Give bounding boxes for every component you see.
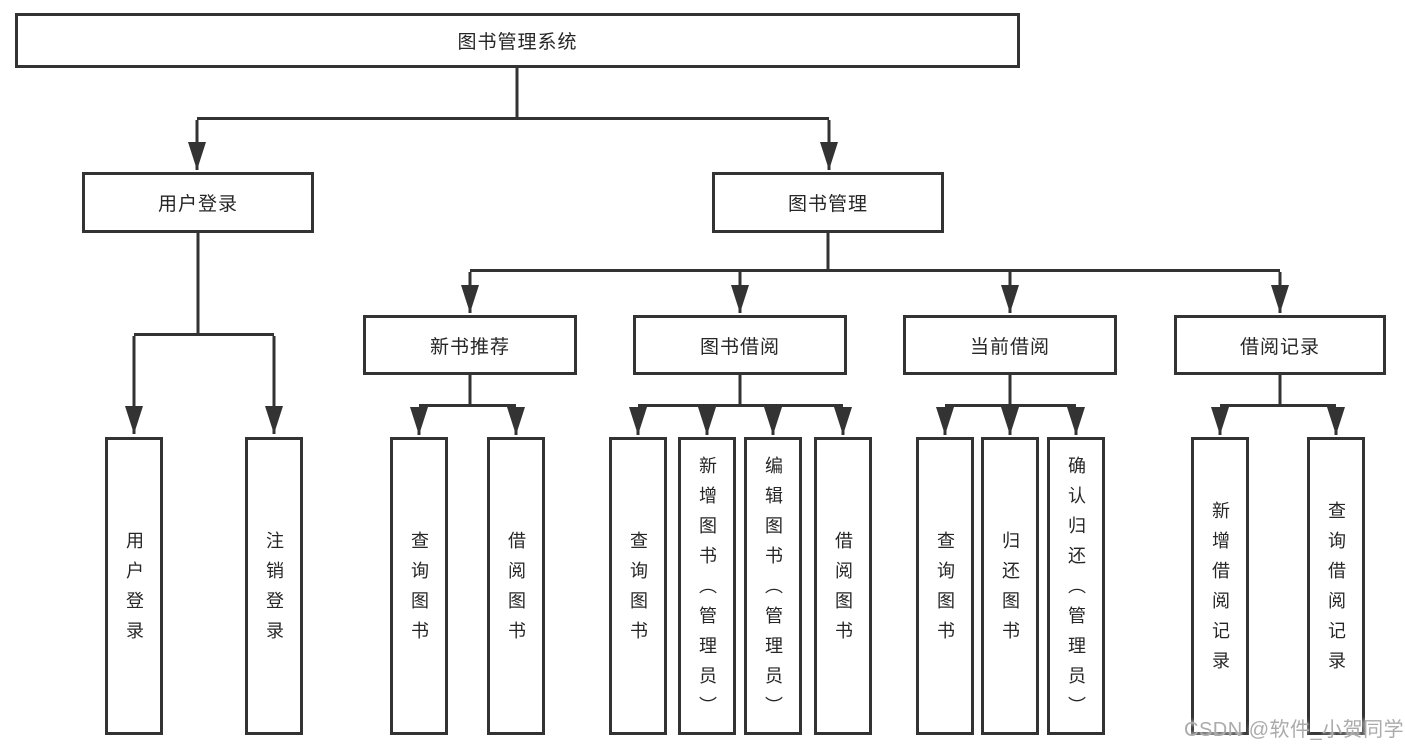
node-borrow-record: 借阅记录	[1174, 315, 1386, 375]
leaf-current-query-book: 查询图书	[916, 437, 974, 735]
leaf-label: 新增图书（管理员）	[697, 456, 717, 726]
connector-user-login-tee	[134, 233, 274, 336]
leaf-label: 确认归还（管理员）	[1066, 456, 1086, 726]
leaf-label: 查询图书	[409, 531, 429, 651]
leaf-label: 注销登录	[264, 531, 284, 651]
connector-root-tee	[197, 68, 829, 120]
connector-borrow-record-tee	[1220, 375, 1336, 407]
leaf-label: 用户登录	[124, 531, 144, 651]
leaf-user-login: 用户登录	[105, 437, 163, 735]
csdn-watermark: CSDN @软件_小贺同学	[1184, 719, 1405, 741]
leaf-label: 借阅图书	[506, 531, 526, 651]
leaf-record-query-record: 查询借阅记录	[1307, 437, 1365, 735]
leaf-label: 查询借阅记录	[1326, 501, 1346, 681]
node-new-book-recommend: 新书推荐	[363, 315, 577, 375]
leaf-recommend-borrow-book: 借阅图书	[487, 437, 545, 735]
leaf-label: 归还图书	[1000, 531, 1020, 651]
leaf-logout: 注销登录	[245, 437, 303, 735]
node-current-borrow: 当前借阅	[903, 315, 1117, 375]
leaf-record-add-record: 新增借阅记录	[1191, 437, 1249, 735]
leaf-label: 新增借阅记录	[1210, 501, 1230, 681]
leaf-current-confirm-return-admin: 确认归还（管理员）	[1047, 437, 1105, 735]
connector-new-book-tee	[419, 375, 516, 407]
leaf-borrow-add-book-admin: 新增图书（管理员）	[678, 437, 736, 735]
leaf-recommend-query-book: 查询图书	[390, 437, 448, 735]
connector-book-borrow-tee	[638, 375, 843, 407]
node-book-borrow: 图书借阅	[633, 315, 847, 375]
leaf-current-return-book: 归还图书	[981, 437, 1039, 735]
leaf-label: 查询图书	[628, 531, 648, 651]
leaf-label: 查询图书	[935, 531, 955, 651]
connector-current-borrow-tee	[945, 375, 1076, 407]
leaf-borrow-edit-book-admin: 编辑图书（管理员）	[744, 437, 802, 735]
leaf-label: 借阅图书	[833, 531, 853, 651]
connector-book-management-tee	[470, 233, 1280, 272]
node-user-login: 用户登录	[82, 172, 314, 233]
leaf-borrow-borrow-book: 借阅图书	[814, 437, 872, 735]
leaf-borrow-query-book: 查询图书	[609, 437, 667, 735]
node-book-management: 图书管理	[712, 172, 944, 233]
node-root-system: 图书管理系统	[15, 13, 1020, 68]
leaf-label: 编辑图书（管理员）	[763, 456, 783, 726]
